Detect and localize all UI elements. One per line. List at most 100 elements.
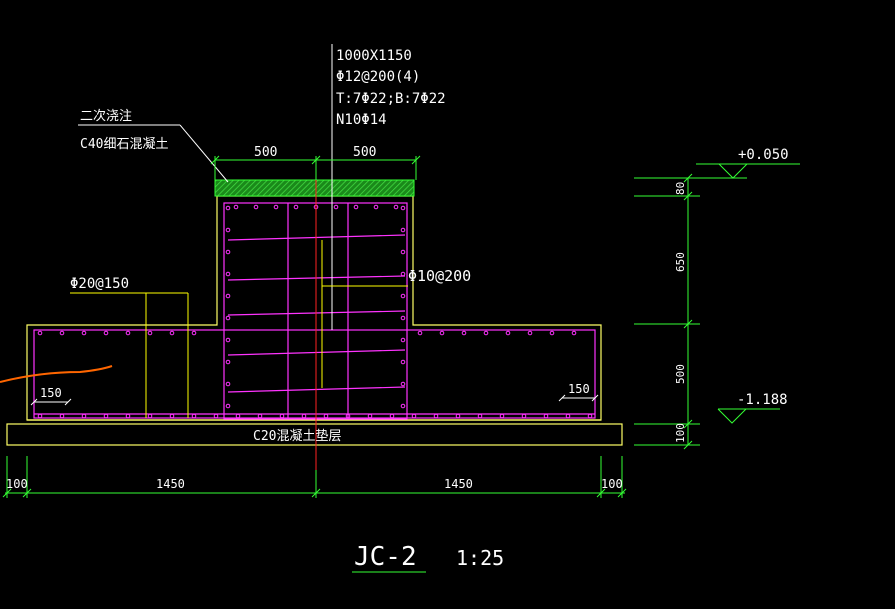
rebar-dot <box>323 413 329 419</box>
rebar-dot <box>225 403 231 409</box>
rebar-dot <box>455 413 461 419</box>
drawing-title: JC-2 <box>354 542 417 572</box>
rebar-dot <box>505 330 511 336</box>
elevation-top: +0.050 <box>738 147 789 163</box>
rebar-dot <box>389 413 395 419</box>
rebar-dot <box>393 204 399 210</box>
grout-note-leader <box>78 124 229 183</box>
rebar-dot <box>59 413 65 419</box>
elevation-markers <box>696 163 800 424</box>
top-dim-right: 500 <box>353 145 376 160</box>
bdim-left-100: 100 <box>6 477 28 491</box>
column-stirrup-leader <box>321 240 408 388</box>
rebar-dot <box>400 337 406 343</box>
rebar-dot <box>213 413 219 419</box>
rebar-dot <box>587 413 593 419</box>
rebar-dot <box>353 204 359 210</box>
rebar-cage <box>33 202 596 420</box>
rebar-dot <box>233 204 239 210</box>
orange-polyline <box>0 365 113 383</box>
vdim-650: 650 <box>674 252 687 272</box>
rebar-dot <box>279 413 285 419</box>
rebar-dot <box>400 381 406 387</box>
rebar-dot <box>273 204 279 210</box>
rebar-bar-dots <box>37 204 593 419</box>
top-dimension-line <box>210 155 421 180</box>
rebar-dot <box>417 330 423 336</box>
rebar-dot <box>483 330 489 336</box>
vdim-80: 80 <box>674 182 687 195</box>
rebar-dot <box>301 413 307 419</box>
rebar-dot <box>225 205 231 211</box>
grout-note-line2: C40细石混凝土 <box>80 136 168 152</box>
rebar-dot <box>461 330 467 336</box>
rebar-dot <box>169 413 175 419</box>
rebar-dot <box>549 330 555 336</box>
rebar-dot <box>147 413 153 419</box>
column-spec-text: 1000X1150 Φ12@200(4) T:7Φ22;B:7Φ22 N10Φ1… <box>336 48 446 128</box>
bottom-dim-labels: 100 1450 1450 100 <box>6 477 623 491</box>
footing-rebar-outer <box>33 329 596 419</box>
column-stirrup-spec: Φ12@200(4) <box>336 69 420 85</box>
right-vertical-dimension <box>634 173 700 450</box>
cover-dims <box>30 394 599 406</box>
vdim-100: 100 <box>674 423 687 443</box>
column-side-bar-spec: N10Φ14 <box>336 112 387 128</box>
rebar-dot <box>37 413 43 419</box>
rebar-dot <box>293 204 299 210</box>
rebar-dot <box>477 413 483 419</box>
rebar-dot <box>571 330 577 336</box>
rebar-dot <box>527 330 533 336</box>
rebar-dot <box>400 403 406 409</box>
rebar-dot <box>225 293 231 299</box>
bdim-right-1450: 1450 <box>444 477 473 491</box>
grout-note-line1: 二次浇注 <box>80 108 132 124</box>
rebar-dot <box>225 359 231 365</box>
cushion-label: C20混凝土垫层 <box>253 428 341 444</box>
rebar-dot <box>400 271 406 277</box>
rebar-dot <box>225 337 231 343</box>
rebar-dot <box>400 205 406 211</box>
rebar-dot <box>125 330 131 336</box>
cushion-layer-outline <box>6 423 623 446</box>
rebar-dot <box>103 413 109 419</box>
footing-and-pedestal-outline <box>26 195 602 421</box>
rebar-dot <box>333 204 339 210</box>
rebar-dot <box>225 227 231 233</box>
rebar-dot <box>225 271 231 277</box>
rebar-dot <box>565 413 571 419</box>
column-longitudinal-spec: T:7Φ22;B:7Φ22 <box>336 91 446 107</box>
elevation-bottom: -1.188 <box>737 392 788 408</box>
rebar-dot <box>433 413 439 419</box>
base-bars-label: Φ20@150 <box>70 276 129 292</box>
rebar-dot <box>400 293 406 299</box>
grout-hatch <box>214 179 415 197</box>
rebar-dot <box>439 330 445 336</box>
rebar-dot <box>367 413 373 419</box>
cover-right-label: 150 <box>568 382 590 396</box>
foundation-outline <box>6 195 623 446</box>
cover-left-label: 150 <box>40 386 62 400</box>
rebar-dot <box>103 330 109 336</box>
rebar-dot <box>400 227 406 233</box>
rebar-dot <box>225 315 231 321</box>
column-size-label: 1000X1150 <box>336 48 412 64</box>
grout-note-text: 二次浇注 C40细石混凝土 <box>80 108 168 152</box>
vertical-dim-labels: 80 650 500 100 <box>674 182 687 443</box>
vdim-500: 500 <box>674 364 687 384</box>
rebar-dot <box>125 413 131 419</box>
rebar-dot <box>225 249 231 255</box>
rebar-dot <box>521 413 527 419</box>
base-bars-leader <box>70 292 189 418</box>
rebar-dot <box>169 330 175 336</box>
rebar-dot <box>345 413 351 419</box>
column-stirrup-label: Φ10@200 <box>408 267 471 285</box>
rebar-dot <box>257 413 263 419</box>
bdim-right-100: 100 <box>601 477 623 491</box>
rebar-dot <box>400 359 406 365</box>
rebar-dot <box>400 315 406 321</box>
rebar-dot <box>81 413 87 419</box>
rebar-dot <box>37 330 43 336</box>
bottom-dimension-line <box>2 456 627 498</box>
